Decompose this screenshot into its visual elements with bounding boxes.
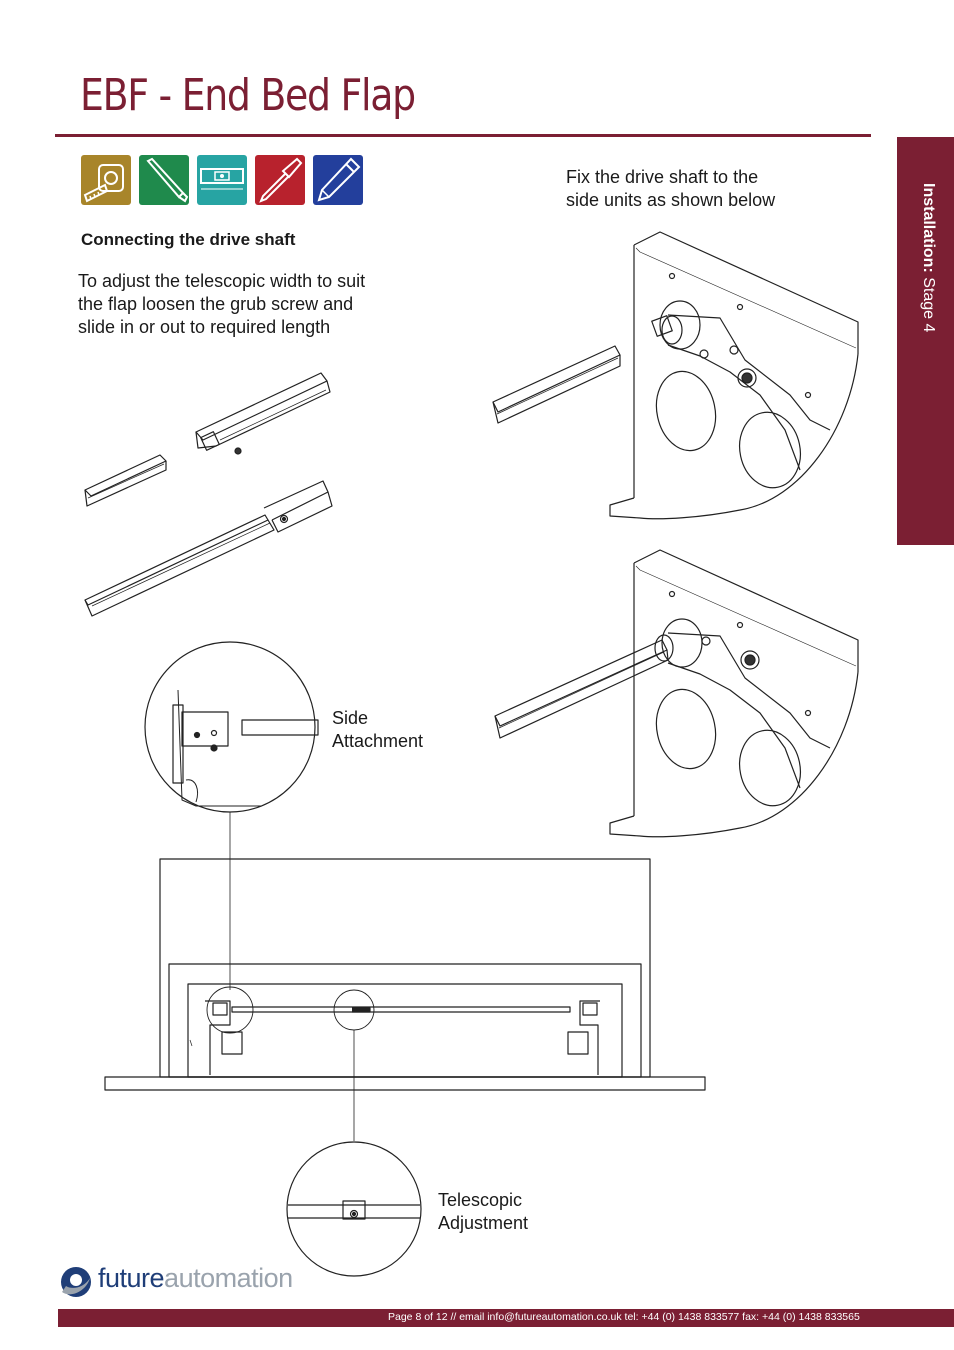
future-automation-logo-icon	[61, 1267, 91, 1297]
section-tab-label-stage: Stage 4	[920, 272, 937, 333]
instruction-line: Fix the drive shaft to the	[566, 167, 759, 187]
shaft-attached-right	[494, 639, 669, 739]
callout-side-attachment: Side Attachment	[332, 707, 423, 753]
callout-line: Side	[332, 708, 369, 728]
section-heading: Connecting the drive shaft	[81, 230, 296, 249]
callout-telescopic-adjustment: Telescopic Adjustment	[438, 1189, 528, 1235]
logo-text-automation: automation	[164, 1263, 293, 1293]
instruction-line: slide in or out to required length	[78, 317, 331, 337]
shaft-inner-tube	[84, 454, 167, 507]
instruction-line: side units as shown below	[566, 190, 776, 210]
company-logo-text: futureautomation	[98, 1263, 293, 1294]
section-tab	[897, 137, 954, 545]
footer-bar	[58, 1309, 954, 1327]
callout-line: Attachment	[332, 731, 424, 751]
callout-line: Telescopic	[438, 1190, 523, 1210]
logo-text-future: future	[98, 1263, 165, 1293]
side-unit-top	[609, 231, 859, 520]
side-unit-bottom	[609, 549, 859, 838]
callout-line: Adjustment	[438, 1213, 529, 1233]
shaft-outer-tube	[195, 372, 331, 451]
section-tab-label: Installation: Stage 4	[919, 183, 937, 332]
spirit-level-icon	[197, 155, 247, 205]
screwdriver-icon	[255, 155, 305, 205]
shaft-assembled	[84, 480, 333, 617]
section-tab-label-bold: Installation:	[920, 183, 937, 273]
pencil-icon	[313, 155, 363, 205]
instruction-line: the flap loosen the grub screw and	[78, 294, 354, 314]
bed-front-elevation	[104, 858, 706, 1091]
page-title: EBF - End Bed Flap	[80, 70, 416, 121]
allen-key-icon	[139, 155, 189, 205]
footer-contact: Page 8 of 12 // email info@futureautomat…	[388, 1311, 860, 1323]
instruction-line: To adjust the telescopic width to suit	[78, 271, 366, 291]
side-attachment-detail	[144, 641, 319, 813]
title-divider	[55, 134, 871, 137]
shaft-loose-right	[492, 345, 621, 424]
instruction-right: Fix the drive shaft to the side units as…	[566, 166, 775, 212]
tape-measure-icon	[81, 155, 131, 205]
instruction-left: To adjust the telescopic width to suit t…	[78, 270, 365, 339]
telescopic-adjustment-detail	[286, 1141, 422, 1277]
grub-screw	[234, 447, 242, 455]
